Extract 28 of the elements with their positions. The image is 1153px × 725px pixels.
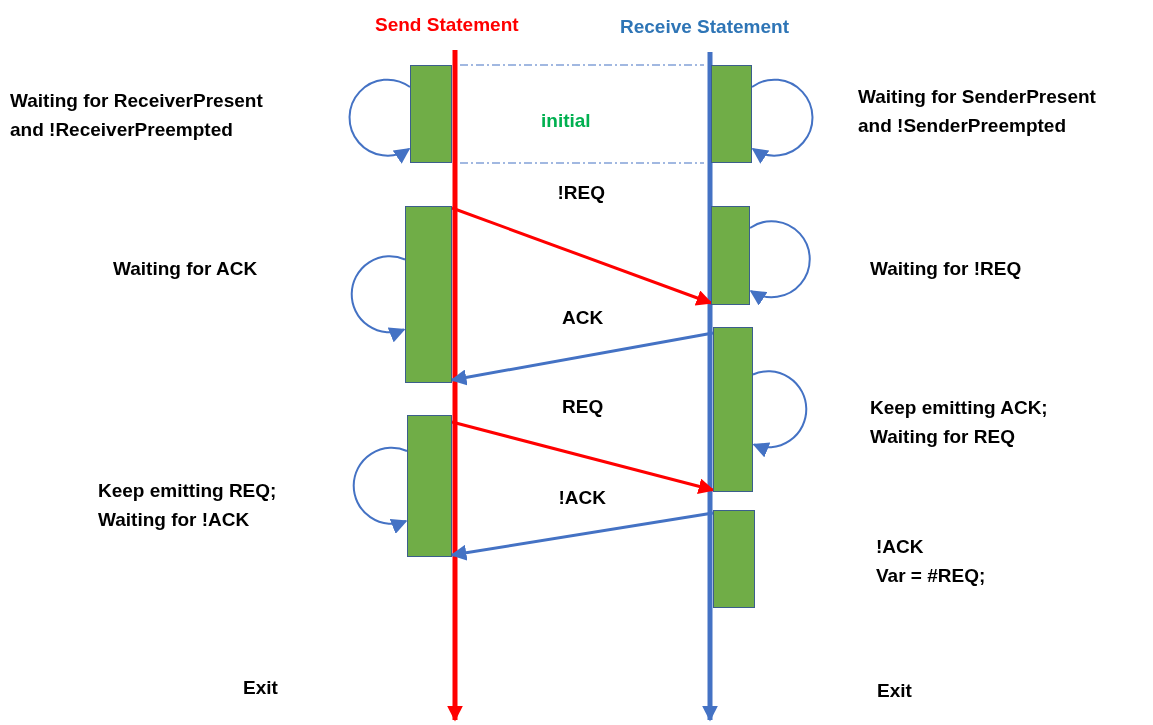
self-loop-arrow — [751, 78, 814, 164]
self-loop-arrow — [348, 78, 411, 164]
lifeline-arrow — [447, 50, 463, 722]
activation-bar — [407, 415, 452, 557]
state-description: Keep emitting REQ; Waiting for !ACK — [98, 479, 278, 532]
activation-bar — [711, 206, 750, 305]
self-loop-arrow — [752, 370, 808, 457]
step-label: Exit — [877, 679, 912, 703]
state-description: Waiting for SenderPresent and !SenderPreempted — [858, 85, 1097, 138]
activation-bar — [713, 510, 755, 608]
step-label: Exit — [243, 676, 278, 700]
state-description: !ACK — [876, 535, 924, 559]
state-description: Waiting for !REQ — [870, 257, 1022, 281]
activation-bar — [711, 65, 752, 163]
activation-bar — [410, 65, 452, 163]
state-description: Waiting for ReceiverPresent and !ReceiverPreempted — [10, 89, 264, 142]
state-description: Keep emitting ACK; Waiting for REQ — [870, 396, 1049, 449]
lifeline-heading: Send Statement — [375, 14, 519, 36]
phase-label: initial — [541, 109, 591, 133]
activation-bar — [713, 327, 753, 492]
state-description: Waiting for ACK — [113, 257, 258, 281]
lifeline-arrow — [702, 52, 718, 722]
lifeline-heading: Receive Statement — [620, 16, 789, 38]
self-loop-arrow — [350, 255, 406, 342]
code-line: Var = #REQ; — [876, 564, 986, 588]
self-loop-arrow — [352, 446, 408, 534]
activation-bar — [405, 206, 452, 383]
self-loop-arrow — [749, 220, 811, 306]
